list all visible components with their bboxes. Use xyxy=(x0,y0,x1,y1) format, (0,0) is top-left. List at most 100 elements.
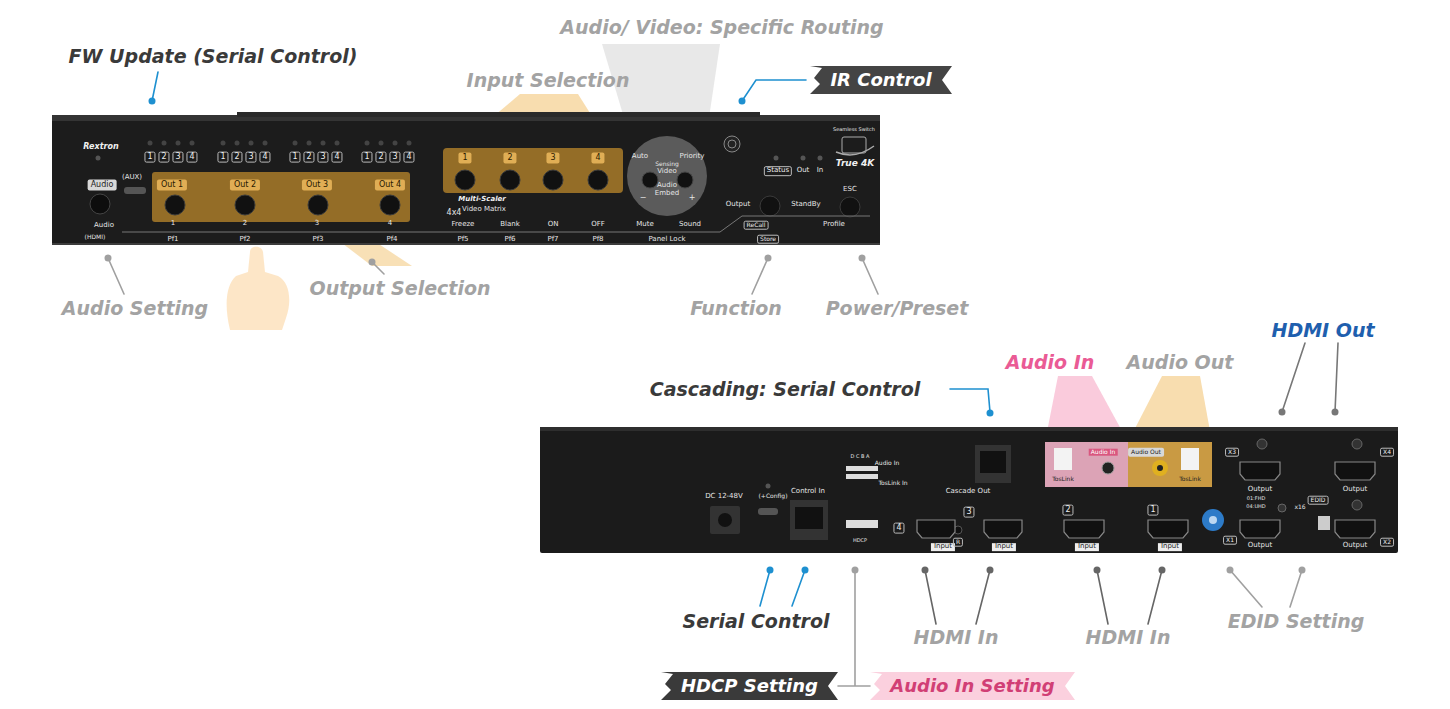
panel-marking: TosLink xyxy=(1052,476,1074,483)
banner-text: HDCP Setting xyxy=(661,672,838,700)
panel-marking: Input xyxy=(1075,543,1099,551)
front-panel xyxy=(720,216,742,232)
front-panel xyxy=(380,195,400,215)
panel-marking: 4 xyxy=(388,220,392,228)
leader-dot xyxy=(149,98,156,105)
panel-marking: Audio xyxy=(94,222,114,230)
panel-marking: DC 12-48V xyxy=(705,493,743,501)
panel-marking: R xyxy=(953,538,963,547)
panel-marking: X4 xyxy=(1380,448,1394,457)
front-panel xyxy=(52,112,880,245)
leader-line xyxy=(742,80,806,101)
led xyxy=(293,141,298,146)
rear-panel xyxy=(790,500,828,540)
led xyxy=(249,141,254,146)
led xyxy=(335,141,340,146)
panel-marking: Auto xyxy=(632,153,648,161)
panel-marking: 1 xyxy=(217,152,228,163)
panel-marking: 3 xyxy=(317,152,328,163)
panel-marking: 1 xyxy=(171,220,175,228)
panel-marking: Out 2 xyxy=(230,180,260,191)
leader-dot xyxy=(1094,567,1101,574)
leader-dot xyxy=(105,255,112,262)
rear-panel xyxy=(540,427,1398,431)
panel-marking: X2 xyxy=(1380,538,1394,547)
panel-marking: 4 xyxy=(259,152,270,163)
front-panel xyxy=(627,136,707,216)
callout-label: Audio Out xyxy=(1127,352,1234,373)
front-panel xyxy=(52,243,880,245)
front-panel xyxy=(774,156,779,161)
rear-panel xyxy=(1318,516,1330,530)
panel-marking: TosLink xyxy=(1179,476,1201,483)
panel-marking: ON xyxy=(548,221,559,229)
leader-line xyxy=(1230,570,1262,607)
panel-marking: + xyxy=(689,194,696,203)
panel-marking: 2 xyxy=(503,153,516,164)
panel-marking: Out 3 xyxy=(302,180,332,191)
callout-label: Input Selection xyxy=(467,70,630,91)
panel-marking: Mute xyxy=(636,221,654,229)
rear-panel xyxy=(846,520,878,528)
callout-label: Serial Control xyxy=(683,611,830,632)
panel-marking: 1 xyxy=(361,152,372,163)
callout-label: Cascading: Serial Control xyxy=(650,379,921,400)
leader-dot xyxy=(739,98,746,105)
rear-panel xyxy=(1045,442,1128,487)
panel-marking: True 4K xyxy=(836,159,874,169)
panel-marking: Pf6 xyxy=(504,236,515,244)
leader-dot xyxy=(1227,567,1234,574)
callout-label: HDMI In xyxy=(914,627,999,648)
front-panel xyxy=(760,196,780,216)
panel-marking: Pf8 xyxy=(592,236,603,244)
panel-marking: (+Config) xyxy=(759,493,788,500)
hdmi-port xyxy=(917,520,955,538)
panel-marking: OFF xyxy=(591,221,605,229)
leader-dot xyxy=(105,98,1339,574)
rear-panel xyxy=(795,507,823,529)
panel-marking: Out 4 xyxy=(375,180,405,191)
panel-marking: Cascade Out xyxy=(946,488,991,496)
rear-panel xyxy=(980,451,1006,473)
leader-line xyxy=(152,72,158,101)
rear-panel xyxy=(1054,448,1072,470)
leader-line xyxy=(925,570,936,624)
front-panel xyxy=(165,195,185,215)
front-panel xyxy=(308,195,328,215)
panel-marking: − xyxy=(640,194,647,203)
panel-marking: StandBy xyxy=(791,201,820,209)
led xyxy=(393,141,398,146)
front-panel xyxy=(122,232,440,233)
panel-marking: 1 xyxy=(144,152,155,163)
panel-marking: 3 xyxy=(546,153,559,164)
front-panel xyxy=(440,232,720,233)
front-panel xyxy=(728,140,736,148)
panel-marking: 4x4 xyxy=(447,209,462,218)
panel-marking: 4 xyxy=(186,152,197,163)
ribbon-banner: Audio In Setting xyxy=(870,672,1075,700)
leader-dot xyxy=(802,567,809,574)
panel-marking: Rextron xyxy=(83,143,118,152)
panel-marking: Audio xyxy=(88,180,117,191)
callout-label: Audio In xyxy=(1006,352,1095,373)
panel-marking: 3 xyxy=(245,152,256,163)
ribbon-shape xyxy=(810,66,952,94)
rear-panel xyxy=(975,445,1011,483)
rear-panel xyxy=(1202,509,1224,531)
panel-marking: Output xyxy=(1248,542,1272,550)
front-panel xyxy=(96,156,101,161)
rear-panel xyxy=(1181,448,1199,470)
panel-marking: Output xyxy=(726,201,750,209)
leader-line xyxy=(752,258,768,294)
panel-marking: Blank xyxy=(500,221,520,229)
panel-marking: Pf7 xyxy=(547,236,558,244)
hdmi-port xyxy=(1240,520,1280,538)
panel-marking: 1 xyxy=(458,153,471,164)
front-panel xyxy=(52,115,880,245)
leader-dot xyxy=(987,410,994,417)
hdmi-port xyxy=(1240,462,1280,480)
led xyxy=(148,141,153,146)
panel-marking: 4 xyxy=(591,153,604,164)
front-panel xyxy=(237,112,760,117)
panel-marking: 3 xyxy=(172,152,183,163)
